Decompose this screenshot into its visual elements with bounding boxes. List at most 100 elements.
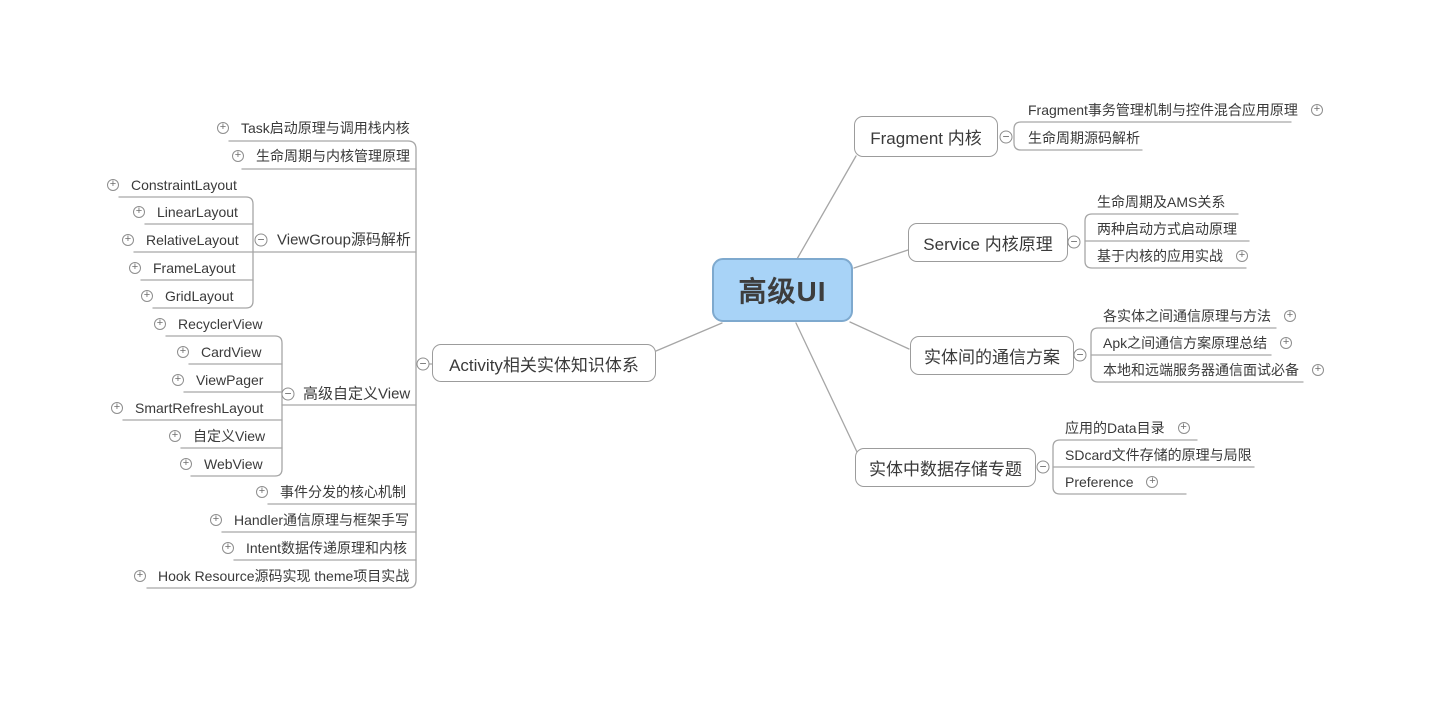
topic-item[interactable]: SmartRefreshLayout xyxy=(111,400,263,416)
topic-label: 本地和远端服务器通信面试必备 xyxy=(1103,362,1299,378)
subbranch-topic-customview[interactable]: 高级自定义View xyxy=(303,385,411,403)
topic-item[interactable]: Apk之间通信方案原理总结 xyxy=(1103,333,1293,353)
minus-icon[interactable] xyxy=(1067,235,1081,249)
minus-icon[interactable] xyxy=(999,130,1013,144)
branch-topic-service[interactable]: Service 内核原理 xyxy=(908,223,1068,262)
topic-label: SmartRefreshLayout xyxy=(135,400,264,416)
topic-label: CardView xyxy=(201,344,262,360)
topic-item[interactable]: LinearLayout xyxy=(133,204,238,220)
plus-icon[interactable] xyxy=(133,206,145,218)
topic-item[interactable]: ConstraintLayout xyxy=(107,177,237,193)
topic-label: 各实体之间通信原理与方法 xyxy=(1103,308,1271,324)
minus-icon[interactable] xyxy=(416,357,430,371)
plus-icon[interactable] xyxy=(1310,104,1323,116)
topic-label: RecyclerView xyxy=(178,316,263,332)
topic-item[interactable]: 自定义View xyxy=(169,426,265,446)
topic-item[interactable]: 本地和远端服务器通信面试必备 xyxy=(1103,360,1324,380)
plus-icon[interactable] xyxy=(134,570,146,582)
topic-item[interactable]: RecyclerView xyxy=(154,316,263,332)
topic-label: 基于内核的应用实战 xyxy=(1097,248,1223,264)
topic-label: RelativeLayout xyxy=(146,232,239,248)
topic-label: Handler通信原理与框架手写 xyxy=(234,512,410,528)
plus-icon[interactable] xyxy=(1284,310,1296,322)
branch-topic-storage[interactable]: 实体中数据存储专题 xyxy=(855,448,1036,487)
plus-icon[interactable] xyxy=(1177,422,1190,434)
plus-icon[interactable] xyxy=(172,374,184,386)
topic-item[interactable]: Hook Resource源码实现 theme项目实战 xyxy=(134,566,409,586)
topic-item[interactable]: Fragment事务管理机制与控件混合应用原理 xyxy=(1028,100,1323,120)
topic-item[interactable]: Preference xyxy=(1065,474,1159,490)
topic-label: 生命周期源码解析 xyxy=(1028,130,1140,146)
topic-item[interactable]: GridLayout xyxy=(141,288,233,304)
customview-subbranch-connectors xyxy=(122,335,283,477)
plus-icon[interactable] xyxy=(122,234,134,246)
topic-label: Task启动原理与调用栈内核 xyxy=(241,120,410,136)
topic-label: ConstraintLayout xyxy=(131,177,237,193)
topic-item[interactable]: Handler通信原理与框架手写 xyxy=(210,510,409,530)
plus-icon[interactable] xyxy=(1236,250,1248,262)
topic-label: 应用的Data目录 xyxy=(1065,420,1165,436)
topic-item[interactable]: Task启动原理与调用栈内核 xyxy=(217,118,410,138)
topic-label: 两种启动方式启动原理 xyxy=(1097,221,1237,237)
topic-item[interactable]: 生命周期源码解析 xyxy=(1028,128,1140,148)
topic-label: Intent数据传递原理和内核 xyxy=(246,540,408,556)
plus-icon[interactable] xyxy=(1146,476,1159,488)
topic-item[interactable]: 两种启动方式启动原理 xyxy=(1097,219,1237,239)
topic-item[interactable]: CardView xyxy=(177,344,261,360)
topic-item[interactable]: ViewPager xyxy=(172,372,263,388)
branch-topic-activity[interactable]: Activity相关实体知识体系 xyxy=(432,344,656,382)
plus-icon[interactable] xyxy=(177,346,189,358)
topic-label: SDcard文件存储的原理与局限 xyxy=(1065,447,1252,463)
topic-label: GridLayout xyxy=(165,288,234,304)
minus-icon[interactable] xyxy=(281,387,295,401)
topic-label: 自定义View xyxy=(193,428,266,444)
topic-item[interactable]: WebView xyxy=(180,456,263,472)
plus-icon[interactable] xyxy=(107,179,119,191)
plus-icon[interactable] xyxy=(1280,337,1293,349)
plus-icon[interactable] xyxy=(222,542,234,554)
fragment-branch-connectors xyxy=(1013,121,1292,151)
plus-icon[interactable] xyxy=(232,150,244,162)
topic-label: Fragment事务管理机制与控件混合应用原理 xyxy=(1028,102,1298,118)
plus-icon[interactable] xyxy=(180,458,192,470)
service-branch-connectors xyxy=(1084,213,1250,269)
branch-topic-fragment[interactable]: Fragment 内核 xyxy=(854,116,998,157)
plus-icon[interactable] xyxy=(129,262,141,274)
topic-item[interactable]: 事件分发的核心机制 xyxy=(256,482,406,502)
topic-item[interactable]: 生命周期及AMS关系 xyxy=(1097,192,1225,212)
topic-label: WebView xyxy=(204,456,263,472)
topic-label: FrameLayout xyxy=(153,260,236,276)
topic-label: Apk之间通信方案原理总结 xyxy=(1103,335,1268,351)
communication-branch-connectors xyxy=(1090,327,1304,383)
plus-icon[interactable] xyxy=(217,122,229,134)
topic-item[interactable]: 应用的Data目录 xyxy=(1065,418,1190,438)
root-branch-connectors xyxy=(655,155,910,453)
topic-item[interactable]: Intent数据传递原理和内核 xyxy=(222,538,407,558)
plus-icon[interactable] xyxy=(154,318,166,330)
topic-item[interactable]: SDcard文件存储的原理与局限 xyxy=(1065,445,1252,465)
plus-icon[interactable] xyxy=(1312,364,1324,376)
topic-label: 事件分发的核心机制 xyxy=(280,484,406,500)
plus-icon[interactable] xyxy=(141,290,153,302)
topic-label: ViewPager xyxy=(196,372,264,388)
topic-label: 生命周期与内核管理原理 xyxy=(256,148,410,164)
minus-icon[interactable] xyxy=(1036,460,1050,474)
topic-label: 生命周期及AMS关系 xyxy=(1097,194,1226,210)
branch-topic-communication[interactable]: 实体间的通信方案 xyxy=(910,336,1074,375)
plus-icon[interactable] xyxy=(111,402,123,414)
topic-label: LinearLayout xyxy=(157,204,238,220)
minus-icon[interactable] xyxy=(254,233,268,247)
subbranch-topic-viewgroup[interactable]: ViewGroup源码解析 xyxy=(277,231,411,249)
topic-item[interactable]: 基于内核的应用实战 xyxy=(1097,246,1248,266)
plus-icon[interactable] xyxy=(169,430,181,442)
root-topic[interactable]: 高级UI xyxy=(712,258,853,322)
topic-item[interactable]: 生命周期与内核管理原理 xyxy=(232,146,410,166)
topic-item[interactable]: FrameLayout xyxy=(129,260,235,276)
plus-icon[interactable] xyxy=(256,486,268,498)
minus-icon[interactable] xyxy=(1073,348,1087,362)
topic-item[interactable]: RelativeLayout xyxy=(122,232,239,248)
storage-branch-connectors xyxy=(1052,439,1255,495)
plus-icon[interactable] xyxy=(210,514,222,526)
topic-item[interactable]: 各实体之间通信原理与方法 xyxy=(1103,306,1296,326)
